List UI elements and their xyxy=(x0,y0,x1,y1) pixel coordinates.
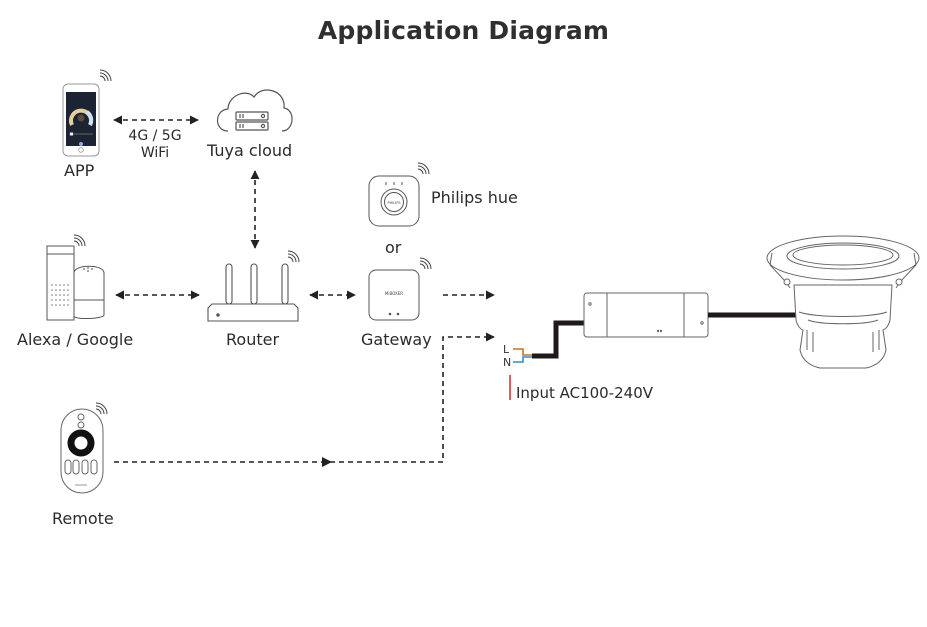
wifi-signal-icon xyxy=(95,402,108,415)
cloud-label: Tuya cloud xyxy=(207,141,293,160)
wire-live xyxy=(513,348,532,356)
hue-bridge-icon: PHILIPS xyxy=(368,175,420,227)
app-label: APP xyxy=(64,161,95,180)
wire-neutral xyxy=(513,356,532,363)
wifi-signal-icon xyxy=(419,257,432,270)
wifi-signal-icon xyxy=(99,69,112,82)
input-voltage-label: Input AC100-240V xyxy=(516,384,654,402)
link-label-line2: WiFi xyxy=(140,145,170,161)
cloud-server-icon xyxy=(216,89,293,132)
direction-arrow xyxy=(322,457,332,467)
remote-control-icon xyxy=(60,408,104,494)
wifi-signal-icon xyxy=(287,250,300,263)
input-cable xyxy=(532,320,584,359)
wifi-signal-icon xyxy=(417,162,430,175)
remote-label: Remote xyxy=(52,509,114,528)
led-driver-icon xyxy=(583,292,709,338)
smartphone-icon xyxy=(62,83,100,157)
gateway-icon: MiBOXER xyxy=(368,269,420,321)
wifi-signal-icon xyxy=(73,234,86,247)
link-label-line1: 4G / 5G xyxy=(128,128,182,144)
wire-label-n: N xyxy=(503,356,511,369)
svg-text:PHILIPS: PHILIPS xyxy=(387,201,401,205)
wire-label-l: L xyxy=(503,343,510,356)
or-label: or xyxy=(385,238,402,257)
philips-hue-label: Philips hue xyxy=(431,188,518,207)
router-label: Router xyxy=(226,330,280,349)
router-icon xyxy=(207,263,299,322)
downlight-icon xyxy=(766,235,920,369)
page-title: Application Diagram xyxy=(317,16,610,45)
smart-speaker-icon xyxy=(46,245,105,321)
gateway-label: Gateway xyxy=(361,330,432,349)
alexa-google-label: Alexa / Google xyxy=(17,330,134,349)
svg-text:MiBOXER: MiBOXER xyxy=(385,291,403,296)
connection-remote-driver xyxy=(114,332,495,463)
link-app-cloud-label: 4G / 5G WiFi xyxy=(118,128,192,162)
